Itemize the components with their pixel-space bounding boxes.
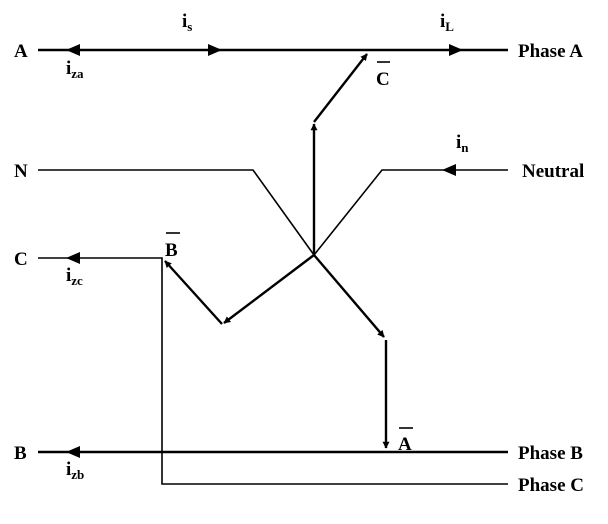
current-in-label: in xyxy=(456,132,469,155)
current-iza-label: iza xyxy=(66,58,84,81)
il-arrow xyxy=(449,44,463,56)
phasor-down-right xyxy=(313,254,385,338)
svg-text:B: B xyxy=(165,240,178,261)
current-izc-label: izc xyxy=(66,265,83,288)
neutral-line-right xyxy=(313,169,508,256)
phase-c-line xyxy=(38,257,508,485)
in-arrow xyxy=(442,164,456,176)
phase-b-label: Phase B xyxy=(518,443,583,464)
phase-c-label: Phase C xyxy=(518,475,584,496)
current-il-label: iL xyxy=(440,11,454,34)
node-a-label: A xyxy=(14,41,28,62)
c-bar-label: C xyxy=(376,61,390,90)
svg-text:C: C xyxy=(376,69,390,90)
svg-text:A: A xyxy=(398,434,412,455)
neutral-label: Neutral xyxy=(522,161,584,182)
phasor-b-bar xyxy=(164,260,223,325)
izc-arrow xyxy=(66,252,80,264)
izb-arrow xyxy=(66,446,80,458)
phasor-down-left xyxy=(223,254,315,324)
a-bar-label: A xyxy=(398,427,413,455)
current-is-label: is xyxy=(182,11,192,34)
node-c-label: C xyxy=(14,249,28,270)
node-b-label: B xyxy=(14,443,27,464)
phase-a-label: Phase A xyxy=(518,41,583,62)
b-bar-label: B xyxy=(165,232,180,261)
neutral-line-left xyxy=(38,169,315,256)
node-n-label: N xyxy=(14,161,28,182)
current-izb-label: izb xyxy=(66,459,84,482)
is-arrow xyxy=(208,44,222,56)
phasor-c-bar xyxy=(313,53,368,123)
iza-arrow xyxy=(66,44,80,56)
